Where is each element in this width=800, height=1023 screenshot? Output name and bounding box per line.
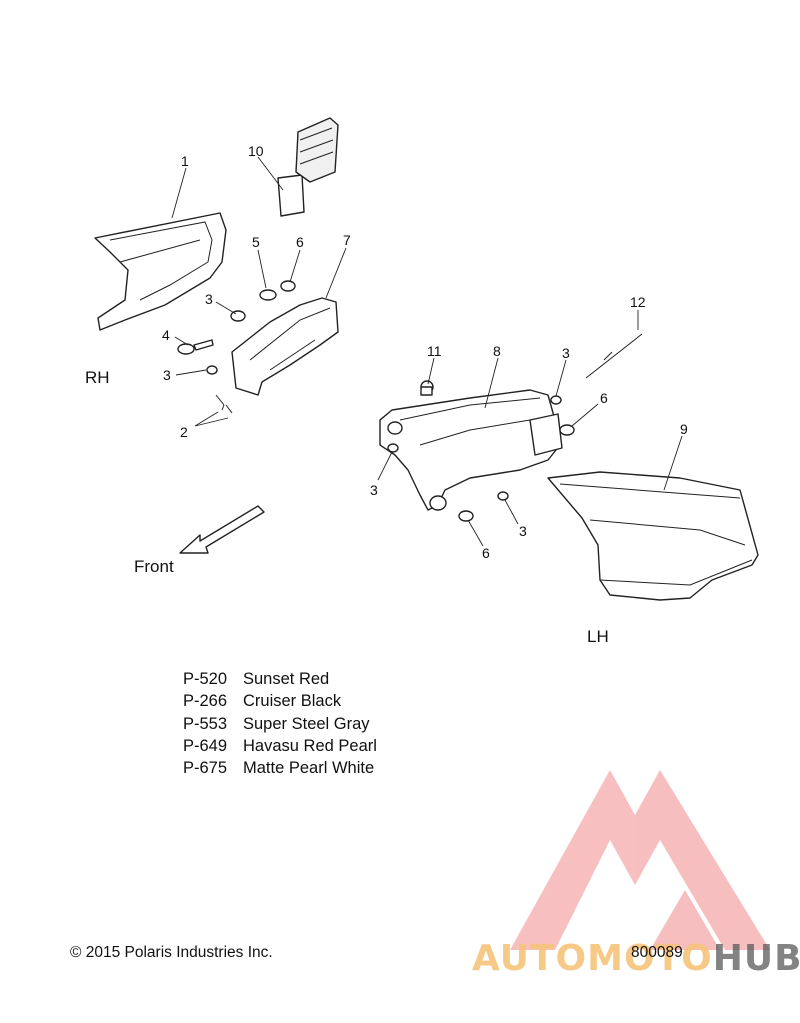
watermark-logo — [510, 770, 770, 950]
color-code: P-649 — [183, 736, 228, 755]
color-name: Cruiser Black — [243, 692, 342, 711]
callout-3: 3 — [519, 523, 527, 539]
callout-3: 3 — [562, 345, 570, 361]
callout-5: 5 — [252, 234, 260, 250]
legend-row: P-553 Super Steel Gray — [183, 713, 377, 735]
callout-3: 3 — [205, 291, 213, 307]
part-lh-bracket — [379, 389, 563, 511]
color-code: P-266 — [183, 692, 228, 711]
callout-3: 3 — [370, 482, 378, 498]
callout-6: 6 — [482, 545, 490, 561]
callout-8: 8 — [493, 343, 501, 359]
lh-label: LH — [587, 627, 609, 646]
callout-6: 6 — [296, 234, 304, 250]
callout-1: 1 — [181, 153, 189, 169]
callout-10: 10 — [248, 143, 264, 159]
watermark-text-part2: HUB — [712, 938, 800, 979]
legend-row: P-266 Cruiser Black — [183, 690, 377, 712]
color-name: Sunset Red — [243, 670, 330, 688]
part-lh-side-cover — [547, 471, 759, 601]
hardware-rh — [177, 280, 296, 414]
front-direction-arrow — [179, 505, 265, 554]
front-label: Front — [134, 557, 174, 576]
hardware-lh — [387, 333, 643, 522]
callout-11: 11 — [427, 343, 442, 359]
legend-row: P-649 Havasu Red Pearl — [183, 735, 377, 757]
color-name: Super Steel Gray — [243, 714, 370, 733]
part-rh-side-cover — [94, 212, 227, 331]
color-code: P-520 — [183, 670, 228, 688]
color-code: P-675 — [183, 759, 228, 778]
callout-7: 7 — [343, 232, 351, 248]
callout-6: 6 — [600, 390, 608, 406]
color-name: Matte Pearl White — [243, 759, 375, 778]
callout-12: 12 — [630, 294, 646, 310]
callout-4: 4 — [162, 327, 170, 343]
part-module-bracket — [277, 117, 339, 217]
color-name: Havasu Red Pearl — [243, 736, 377, 755]
diagram-number: 800089 — [631, 944, 683, 961]
watermark-text-part1: AUTOMOTO — [472, 938, 713, 979]
part-rh-bracket — [231, 297, 339, 396]
rh-label: RH — [85, 368, 110, 387]
legend-row: P-675 Matte Pearl White — [183, 757, 377, 779]
callout-2: 2 — [180, 424, 188, 440]
callout-numbers: 1 10 5 6 7 3 4 3 2 11 8 3 12 6 9 3 3 6 — [162, 143, 688, 561]
legend-row: P-520 Sunset Red — [183, 668, 377, 690]
copyright-notice: © 2015 Polaris Industries Inc. — [70, 944, 273, 961]
watermark-text: AUTOMOTOHUB — [472, 938, 800, 979]
color-code: P-553 — [183, 714, 228, 733]
leader-lines — [171, 156, 683, 547]
callout-3: 3 — [163, 367, 171, 383]
color-options-legend: P-520 Sunset Red P-266 Cruiser Black P-5… — [183, 668, 377, 779]
callout-9: 9 — [680, 421, 688, 437]
